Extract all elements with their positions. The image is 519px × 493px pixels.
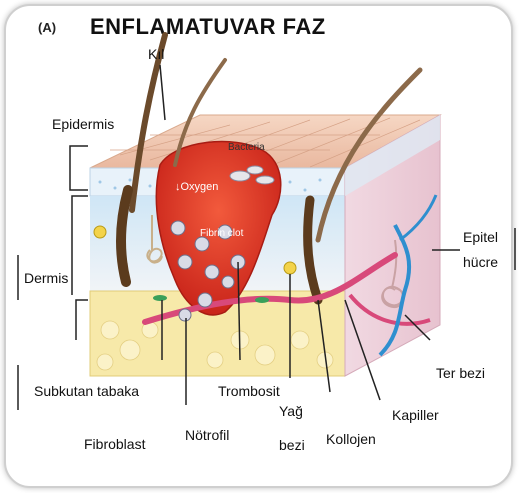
label-fibroblast: Fibroblast: [84, 436, 145, 453]
label-trombosit: Trombosit: [218, 383, 280, 400]
label-kil: Kıl: [148, 46, 164, 63]
oxygen-label: ↓Oxygen: [175, 181, 218, 193]
label-notrofil: Nötrofil: [185, 427, 229, 444]
label-epitel-line1: Epitel: [463, 229, 498, 246]
label-yag-line1: Yağ: [279, 403, 303, 420]
label-subkutan: Subkutan tabaka: [34, 383, 139, 400]
sebaceous-gland-left: [94, 226, 106, 238]
label-epitel-line2: hücre: [463, 254, 498, 271]
fibrin-clot-label: Fibrin clot: [200, 228, 244, 239]
bacteria-label: Bacteria: [228, 142, 265, 153]
label-kapiller: Kapiller: [392, 407, 439, 424]
label-ter-bezi: Ter bezi: [436, 365, 485, 382]
label-kollojen: Kollojen: [326, 431, 376, 448]
label-dermis: Dermis: [24, 270, 68, 287]
sebaceous-gland-right: [284, 262, 296, 274]
label-yag-line2: bezi: [279, 437, 305, 454]
label-epidermis: Epidermis: [52, 116, 114, 133]
